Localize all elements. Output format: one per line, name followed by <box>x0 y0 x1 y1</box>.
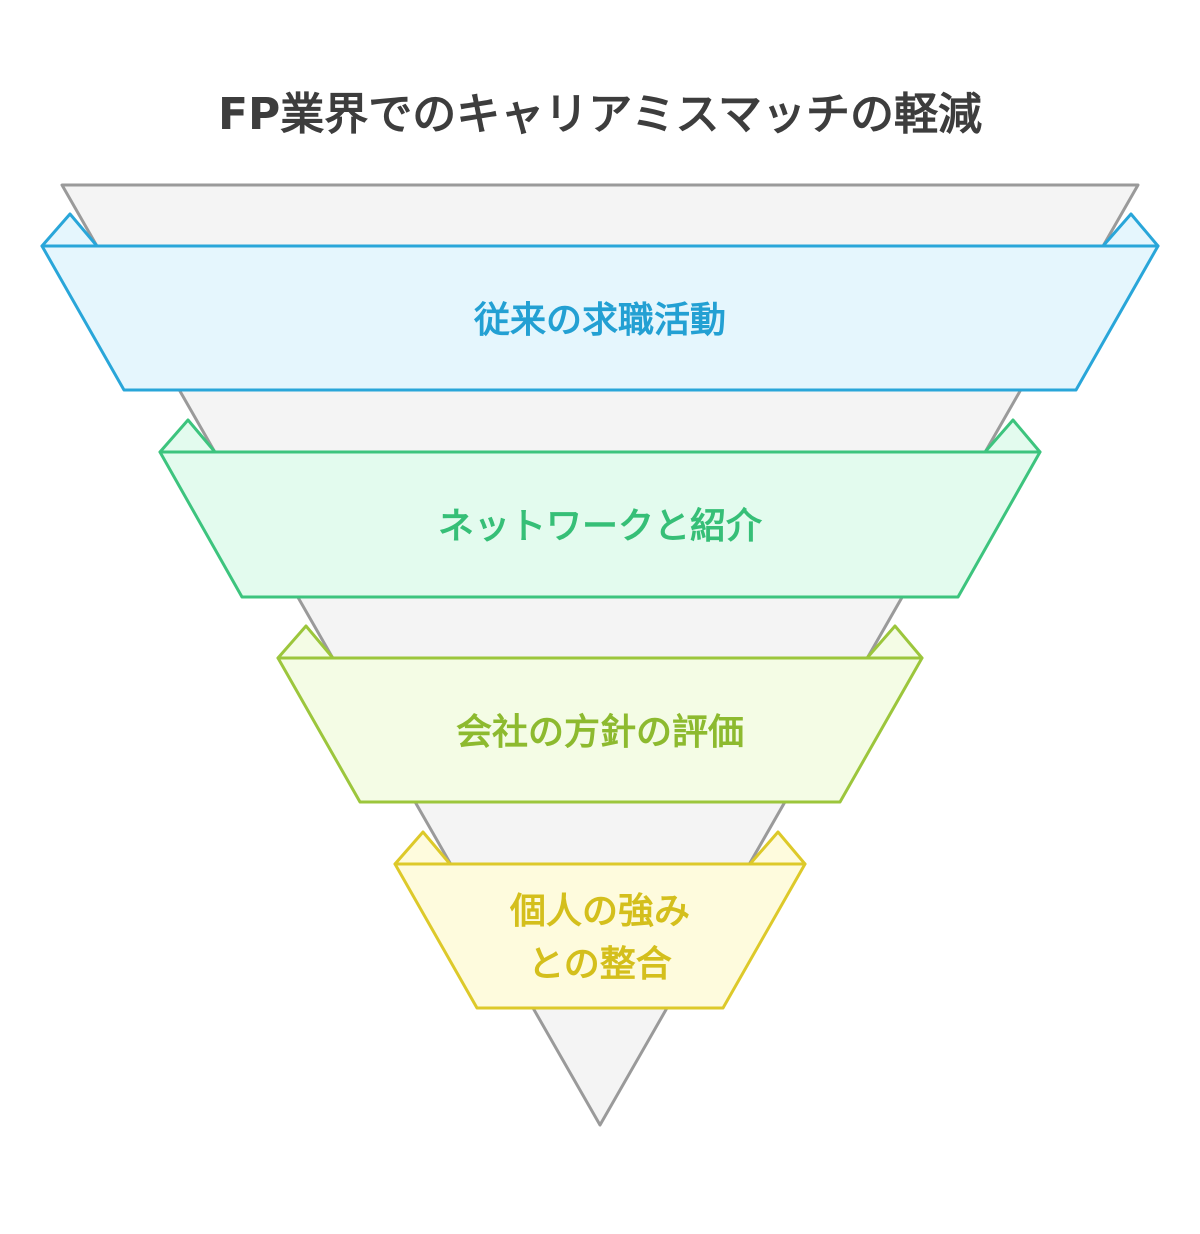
level-3-label: 会社の方針の評価 <box>456 712 744 753</box>
level-1-label: 従来の求職活動 <box>473 300 726 341</box>
funnel-level-1: 従来の求職活動 <box>40 212 1160 392</box>
level-2-label: ネットワークと紹介 <box>438 506 763 547</box>
diagram-title: FP業界でのキャリアミスマッチの軽減 <box>218 89 982 140</box>
level-4-label-line-1: 個人の強み <box>509 891 690 932</box>
funnel-level-2: ネットワークと紹介 <box>158 418 1042 599</box>
level-4-label-line-2: との整合 <box>528 944 672 985</box>
funnel-level-4: 個人の強み との整合 <box>393 830 807 1010</box>
funnel-level-3: 会社の方針の評価 <box>276 624 924 804</box>
